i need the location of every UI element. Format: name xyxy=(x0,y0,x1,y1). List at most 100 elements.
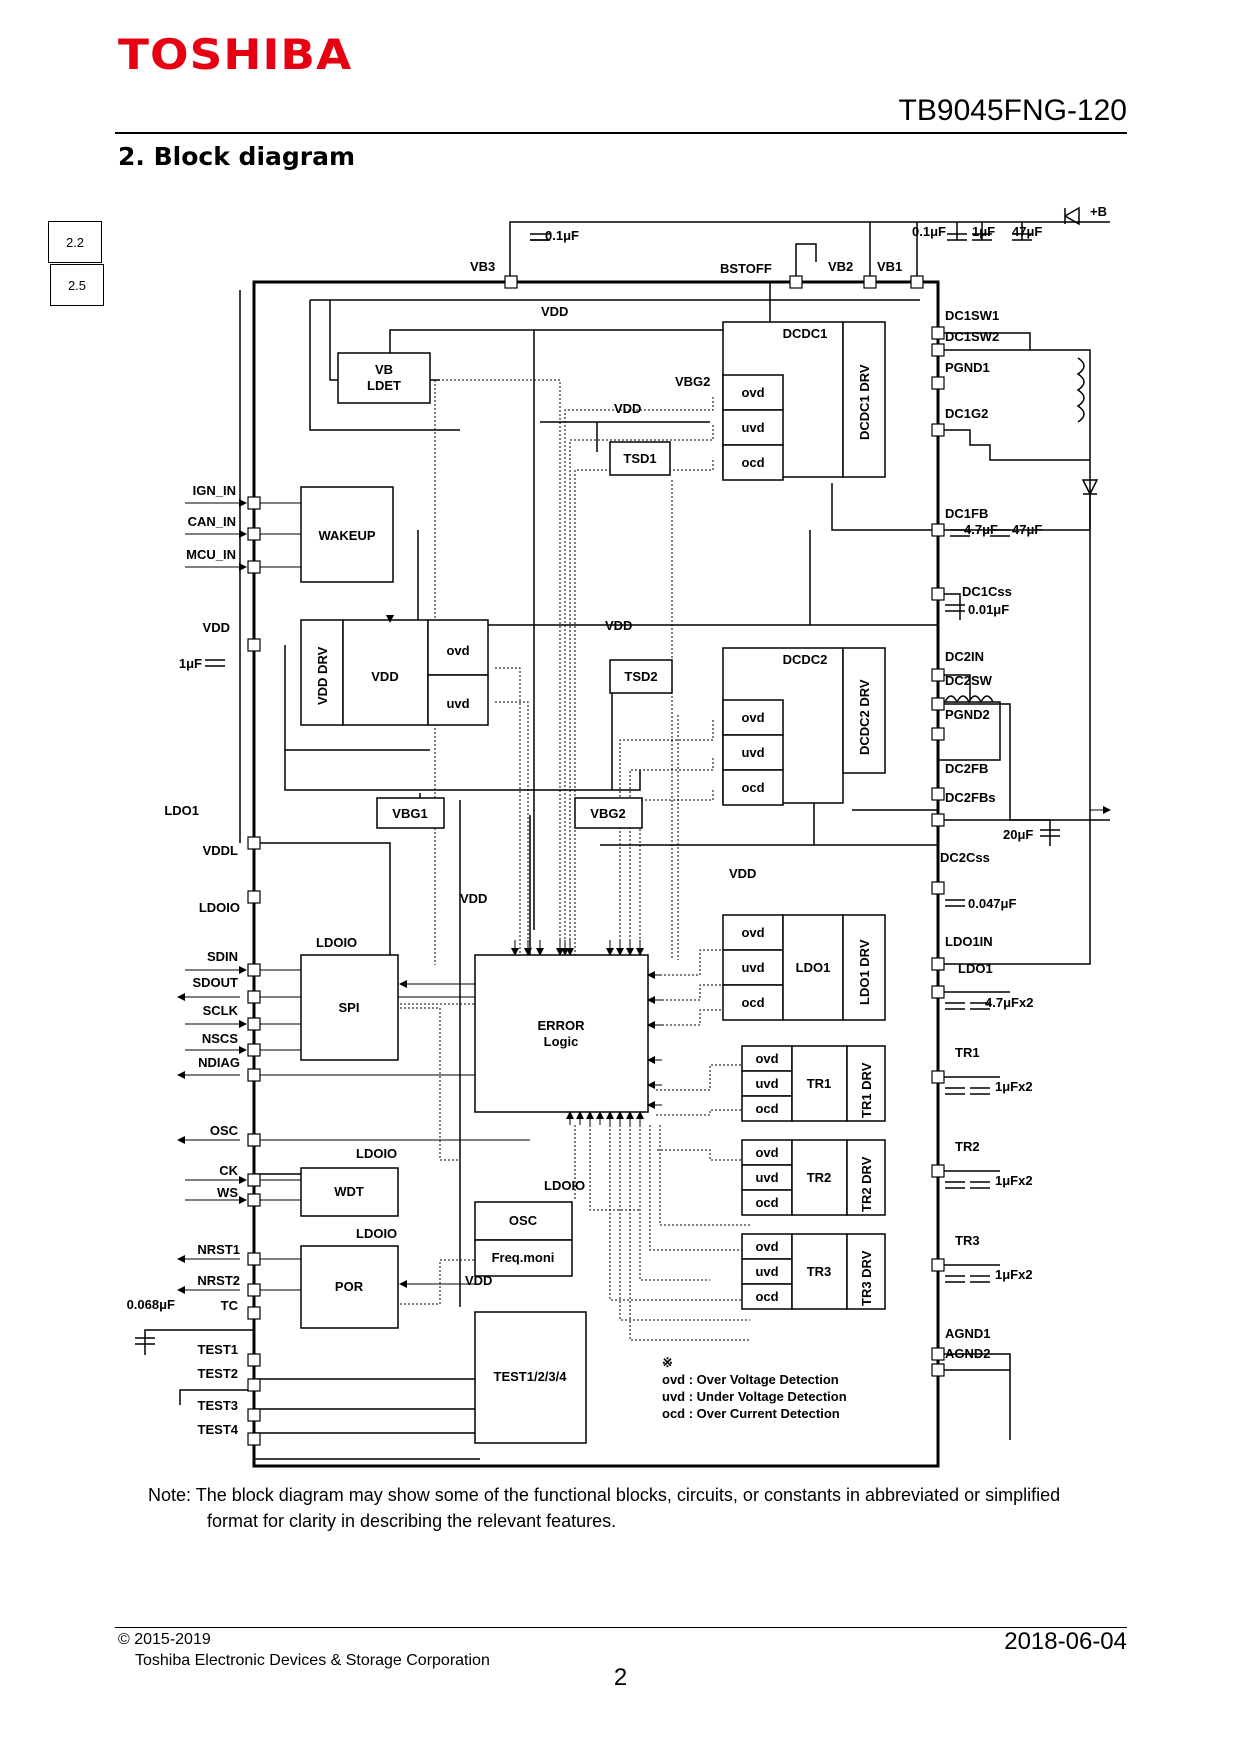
pin-dc1sw1: DC1SW1 xyxy=(945,308,999,323)
net-vdd-tsd1: VDD xyxy=(614,401,641,416)
wdt-label: WDT xyxy=(334,1184,364,1199)
dcdc2-drv-block xyxy=(842,647,886,774)
vdd-block xyxy=(342,619,429,726)
legend-uvd: uvd : Under Voltage Detection xyxy=(662,1389,847,1404)
dcdc1-label: DCDC1 xyxy=(783,326,828,341)
tr1-drv-block xyxy=(846,1045,886,1122)
legend-mark: ※ xyxy=(662,1355,673,1370)
pin-nrst1: NRST1 xyxy=(197,1242,240,1257)
tr2-drv-block xyxy=(846,1139,886,1216)
por-block xyxy=(300,1245,399,1329)
vbg2-label: VBG2 xyxy=(590,806,625,821)
pin-test1: TEST1 xyxy=(198,1342,238,1357)
dcdc2-ocd-label: ocd xyxy=(741,780,764,795)
dcdc2-drv-label: DCDC2 DRV xyxy=(857,679,872,755)
dcdc2-ovd-label: ovd xyxy=(741,710,764,725)
net-vdd-error: VDD xyxy=(460,891,487,906)
revision-marker-2-5: 2.5 xyxy=(50,264,104,306)
dcdc1-drv-block xyxy=(842,321,886,478)
pin-dc1sw2: DC1SW2 xyxy=(945,329,999,344)
vdd-ovd-block xyxy=(427,619,489,676)
tr1-block-label: TR1 xyxy=(807,1076,832,1091)
wiring xyxy=(144,221,1110,1468)
net-vdd-top: VDD xyxy=(541,304,568,319)
cap-dc1a: 4.7μF xyxy=(964,522,998,537)
pin-vb2: VB2 xyxy=(828,259,853,274)
vbg2-block xyxy=(574,797,643,829)
pin-vdd: VDD xyxy=(203,620,230,635)
pin-dc1g2: DC1G2 xyxy=(945,406,988,421)
pin-tr3: TR3 xyxy=(955,1233,980,1248)
pin-tc: TC xyxy=(221,1298,239,1313)
pin-dc2fb: DC2FB xyxy=(945,761,988,776)
diagram-note: Note: The block diagram may show some of… xyxy=(148,1482,1128,1534)
error-label-2: Logic xyxy=(544,1034,579,1049)
ldo1-drv-label: LDO1 DRV xyxy=(857,939,872,1005)
pin-tr2: TR2 xyxy=(955,1139,980,1154)
freq-moni-block xyxy=(474,1239,573,1277)
page-number: 2 xyxy=(613,1664,628,1691)
dcdc1-drv-label: DCDC1 DRV xyxy=(857,364,872,440)
pin-dc2sw: DC2SW xyxy=(945,673,993,688)
freq-moni-label: Freq.moni xyxy=(492,1250,555,1265)
cap-tr2: 1μFx2 xyxy=(995,1173,1033,1188)
toshiba-logo: TOSHIBA xyxy=(118,30,353,79)
tsd2-label: TSD2 xyxy=(624,669,657,684)
tr2-uvd-label: uvd xyxy=(755,1170,778,1185)
tr3-uvd-label: uvd xyxy=(755,1264,778,1279)
wdt-block xyxy=(300,1167,399,1217)
pin-vddl: VDDL xyxy=(203,843,238,858)
dcdc1-ovd-label: ovd xyxy=(741,385,764,400)
dcdc2-label: DCDC2 xyxy=(783,652,828,667)
pin-mcu-in: MCU_IN xyxy=(186,547,236,562)
cap-b1: 0.1μF xyxy=(912,224,946,239)
pin-tr1: TR1 xyxy=(955,1045,980,1060)
cap-dc1css: 0.01μF xyxy=(968,602,1009,617)
dcdc1-uvd-label: uvd xyxy=(741,420,764,435)
pin-vb3: VB3 xyxy=(470,259,495,274)
vbldet-label-2: LDET xyxy=(367,378,401,393)
net-vbg2-top: VBG2 xyxy=(675,374,710,389)
section-title: 2. Block diagram xyxy=(118,142,356,171)
vdd-drv-block xyxy=(300,619,344,726)
vdd-drv-label: VDD DRV xyxy=(315,646,330,705)
vbg1-label: VBG1 xyxy=(392,806,427,821)
tr2-ovd-label: ovd xyxy=(755,1145,778,1160)
vbldet-block xyxy=(337,352,431,404)
tr1-ovd-label: ovd xyxy=(755,1051,778,1066)
vdd-uvd-label: uvd xyxy=(446,696,469,711)
pin-dc1fb: DC1FB xyxy=(945,506,988,521)
tr3-drv-label: TR3 DRV xyxy=(859,1250,874,1306)
document-number: TB9045FNG-120 xyxy=(898,94,1127,127)
ldo1-drv-block xyxy=(842,914,886,1021)
pin-nrst2: NRST2 xyxy=(197,1273,240,1288)
osc-block-label: OSC xyxy=(509,1213,538,1228)
pin-marks xyxy=(247,275,945,1446)
tr3-ocd-label: ocd xyxy=(755,1289,778,1304)
ldo1-ovd-label: ovd xyxy=(741,925,764,940)
company-name: Toshiba Electronic Devices & Storage Cor… xyxy=(135,1652,490,1669)
pin-osc: OSC xyxy=(210,1123,239,1138)
por-label: POR xyxy=(335,1279,364,1294)
net-ldoio-osc: LDOIO xyxy=(544,1178,585,1193)
cap-tr3: 1μFx2 xyxy=(995,1267,1033,1282)
pin-ldo1: LDO1 xyxy=(958,961,993,976)
spi-label: SPI xyxy=(339,1000,360,1015)
tr2-block xyxy=(791,1139,848,1216)
legend-ovd: ovd : Over Voltage Detection xyxy=(662,1372,839,1387)
cap-dc1b: 47μF xyxy=(1012,522,1042,537)
net-vdd-tsd2: VDD xyxy=(605,618,632,633)
vdd-ovd-label: ovd xyxy=(446,643,469,658)
tsd1-block xyxy=(609,441,671,476)
tr1-block xyxy=(791,1045,848,1122)
chip-outline xyxy=(252,280,940,1468)
pin-can-in: CAN_IN xyxy=(188,514,236,529)
pin-test2: TEST2 xyxy=(198,1366,238,1381)
revision-marker-2-2: 2.2 xyxy=(48,221,102,263)
dcdc1-ovd-block xyxy=(722,374,784,411)
tr3-ocd-block xyxy=(741,1283,793,1310)
pin-ldoio: LDOIO xyxy=(199,900,240,915)
osc-block xyxy=(474,1201,573,1241)
vdd-uvd-block xyxy=(427,674,489,726)
pin-vb1: VB1 xyxy=(877,259,902,274)
